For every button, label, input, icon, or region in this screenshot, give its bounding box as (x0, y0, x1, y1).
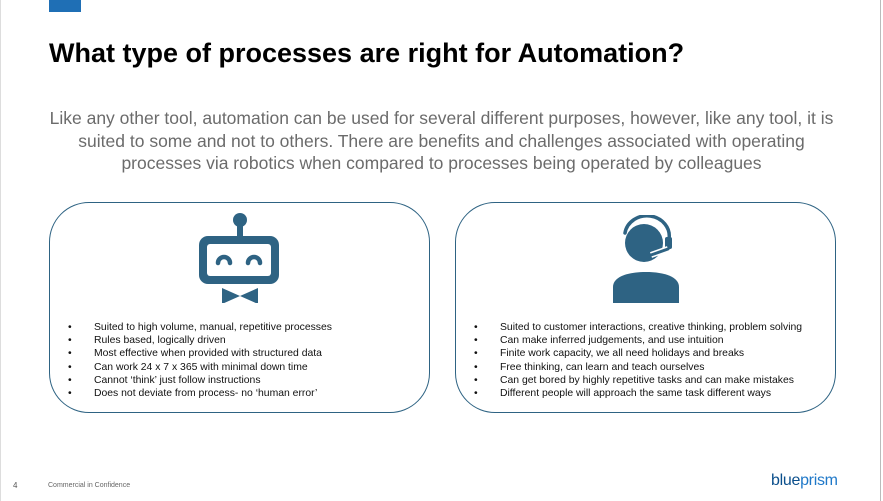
list-item: Most effective when provided with struct… (68, 347, 332, 360)
human-card: Suited to customer interactions, creativ… (455, 202, 836, 413)
list-item: Suited to high volume, manual, repetitiv… (68, 321, 332, 334)
list-item: Can get bored by highly repetitive tasks… (474, 374, 802, 387)
headset-person-icon (612, 215, 679, 303)
list-item: Finite work capacity, we all need holida… (474, 347, 802, 360)
list-item: Rules based, logically driven (68, 334, 332, 347)
list-item: Cannot ‘think’ just follow instructions (68, 374, 332, 387)
human-bullet-list: Suited to customer interactions, creativ… (474, 321, 802, 400)
blueprism-logo: blueprism (771, 472, 838, 490)
logo-part-blue: blue (771, 472, 801, 489)
brand-accent-bar (49, 0, 81, 12)
list-item: Different people will approach the same … (474, 387, 802, 400)
list-item: Can make inferred judgements, and use in… (474, 334, 802, 347)
list-item: Suited to customer interactions, creativ… (474, 321, 802, 334)
robot-bullet-list: Suited to high volume, manual, repetitiv… (68, 321, 332, 400)
page-number: 4 (13, 481, 18, 490)
slide-title: What type of processes are right for Aut… (49, 38, 685, 68)
list-item: Does not deviate from process- no ‘human… (68, 387, 332, 400)
robot-card: Suited to high volume, manual, repetitiv… (49, 202, 430, 413)
list-item: Can work 24 x 7 x 365 with minimal down … (68, 361, 332, 374)
logo-part-prism: prism (800, 472, 838, 489)
confidentiality-label: Commercial in Confidence (48, 482, 131, 489)
robot-icon (198, 213, 279, 303)
intro-paragraph: Like any other tool, automation can be u… (49, 108, 834, 173)
list-item: Free thinking, can learn and teach ourse… (474, 361, 802, 374)
